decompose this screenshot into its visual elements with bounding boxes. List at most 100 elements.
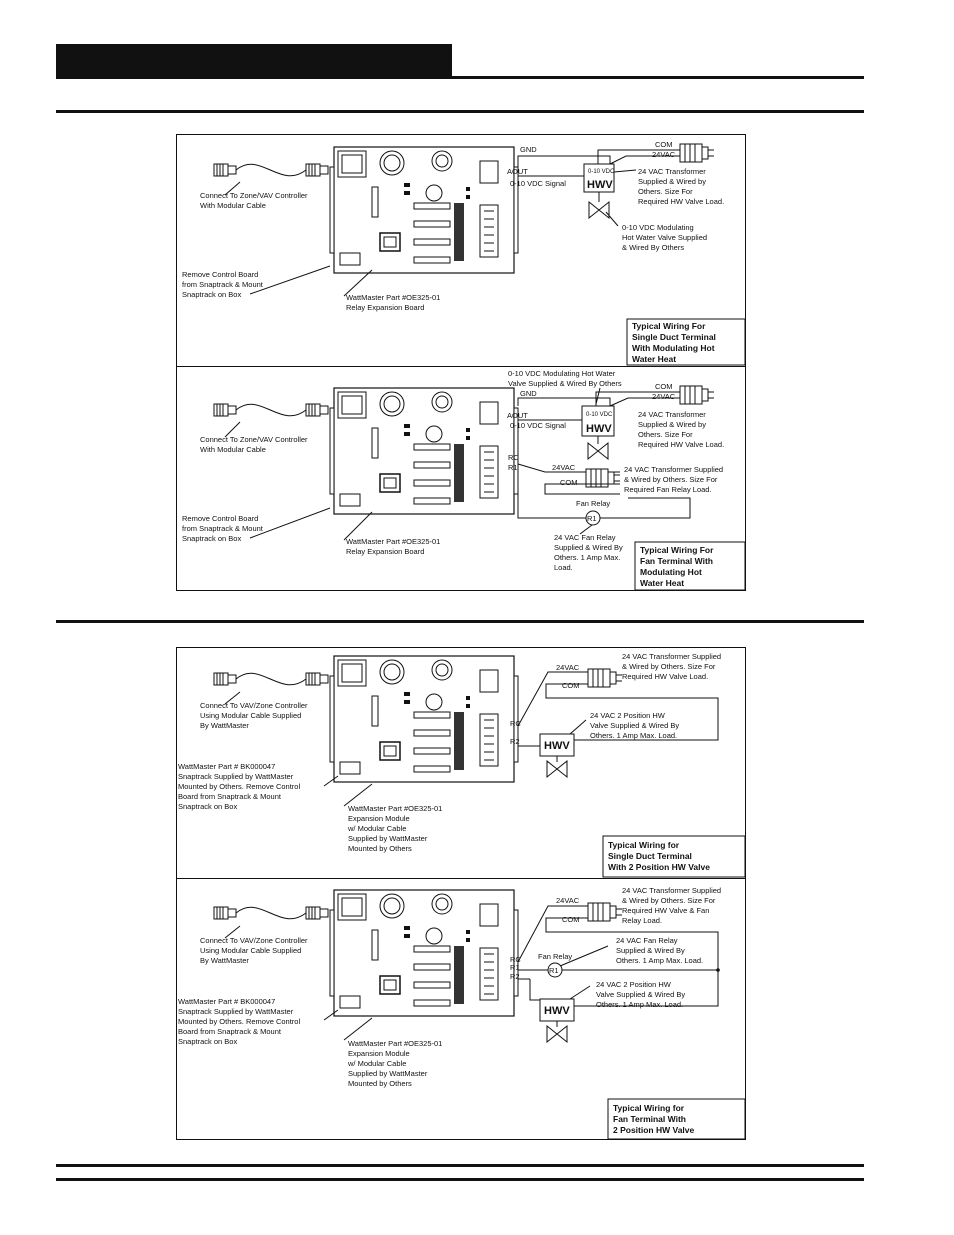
hwv-box-2-label: HWV	[586, 423, 612, 435]
relay-note-4-line-2: Supplied & Wired By	[616, 946, 685, 955]
hwv-actuator-1	[583, 163, 615, 193]
part-label-4-line-4: Supplied by WattMaster	[348, 1069, 428, 1078]
transformer-4	[587, 902, 623, 922]
caption-3-line-2: Single Duct Terminal	[608, 851, 692, 861]
modular-plug-3b	[305, 672, 329, 686]
valve-note-3-line-3: Others. 1 Amp Max. Load.	[590, 731, 677, 740]
valve-note-4-line-3: Others. 1 Amp Max. Load.	[596, 1000, 683, 1009]
caption-4-line-1: Typical Wiring for	[613, 1103, 685, 1113]
hwv-valve-3	[546, 760, 568, 778]
modular-cable-1	[235, 163, 307, 177]
board-label-1-line-1: Remove Control Board	[182, 270, 258, 279]
hwv-box-3-label: HWV	[544, 740, 570, 752]
cable-label-3-line-1: Connect To VAV/Zone Controller	[200, 701, 308, 710]
cable-label-3-line-2: Using Modular Cable Supplied	[200, 711, 301, 720]
relay-note-2-line-3: Others. 1 Amp Max.	[554, 553, 620, 562]
terminal-r1-4: R1	[510, 963, 520, 972]
valve-note-1-line-1: 0-10 VDC Modulating	[622, 223, 694, 232]
terminal-signal-2: 0-10 VDC Signal	[510, 421, 566, 430]
diagram-2: Connect To Zone/VAV Controller With Modu…	[182, 369, 746, 591]
valve-note-top-2-line-2: Valve Supplied & Wired By Others	[508, 379, 622, 388]
terminal-com-3: COM	[562, 681, 580, 690]
board-label-3-line-2: Snaptrack Supplied by WattMaster	[178, 772, 294, 781]
terminal-rc-2: RC	[508, 453, 519, 462]
relay-note-4-line-1: 24 VAC Fan Relay	[616, 936, 678, 945]
board-label-4-line-5: Snaptrack on Box	[178, 1037, 237, 1046]
terminal-gnd-2: GND	[520, 389, 537, 398]
board-label-3-line-3: Mounted by Others. Remove Control	[178, 782, 300, 791]
caption-1-line-3: With Modulating Hot	[632, 343, 715, 353]
transformer-3	[587, 668, 623, 688]
fan-xformer-note-2-line-3: Required Fan Relay Load.	[624, 485, 712, 494]
board-label-4-line-3: Mounted by Others. Remove Control	[178, 1017, 300, 1026]
caption-1-line-2: Single Duct Terminal	[632, 332, 716, 342]
terminal-gnd-1: GND	[520, 145, 537, 154]
figure-divider-2	[176, 878, 746, 879]
terminal-rc-3: RC	[510, 719, 521, 728]
fan-relay-r1-label-2: R1	[587, 514, 597, 523]
caption-3-line-3: With 2 Position HW Valve	[608, 862, 710, 872]
cable-label-2-line-1: Connect To Zone/VAV Controller	[200, 435, 308, 444]
board-label-4-line-4: Board from Snaptrack & Mount	[178, 1027, 282, 1036]
section-rule-2	[56, 620, 864, 623]
caption-2-line-2: Fan Terminal With	[640, 556, 713, 566]
hwv-box-1-range: 0-10 VDC	[588, 169, 615, 175]
part-label-4-line-5: Mounted by Others	[348, 1079, 412, 1088]
valve-note-top-2-line-1: 0-10 VDC Modulating Hot Water	[508, 369, 616, 378]
xformer-note-1-line-1: 24 VAC Transformer	[638, 167, 706, 176]
xformer-note-2-line-4: Required HW Valve Load.	[638, 440, 724, 449]
fan-24vac-2: 24VAC	[552, 463, 576, 472]
expansion-board-3	[329, 655, 519, 783]
terminal-aout-1: AOUT	[507, 167, 528, 176]
part-label-4-line-3: w/ Modular Cable	[347, 1059, 406, 1068]
valve-note-4-line-1: 24 VAC 2 Position HW	[596, 980, 672, 989]
xformer-note-4-line-4: Relay Load.	[622, 916, 662, 925]
part-label-2-line-2: Relay Expansion Board	[346, 547, 424, 556]
terminal-r1-2: R1	[508, 463, 518, 472]
caption-box-1	[626, 318, 746, 366]
xformer-note-1-line-4: Required HW Valve Load.	[638, 197, 724, 206]
relay-note-2-line-1: 24 VAC Fan Relay	[554, 533, 616, 542]
header-bar	[56, 44, 452, 76]
board-label-2-line-1: Remove Control Board	[182, 514, 258, 523]
part-label-3-line-4: Supplied by WattMaster	[348, 834, 428, 843]
expansion-board-4	[329, 889, 519, 1017]
xformer-note-4-line-1: 24 VAC Transformer Supplied	[622, 886, 721, 895]
xformer-note-4-line-2: & Wired by Others. Size For	[622, 896, 716, 905]
xformer-com-1: COM	[655, 140, 673, 149]
caption-2-line-1: Typical Wiring For	[640, 545, 714, 555]
caption-box-3	[602, 835, 746, 878]
header-rule	[56, 76, 864, 79]
part-label-1-line-1: WattMaster Part #OE325-01	[346, 293, 440, 302]
part-label-3-line-5: Mounted by Others	[348, 844, 412, 853]
part-label-4-line-1: WattMaster Part #OE325-01	[348, 1039, 442, 1048]
xformer-note-3-line-3: Required HW Valve Load.	[622, 672, 708, 681]
cable-label-2-line-2: With Modular Cable	[200, 445, 266, 454]
terminal-signal-1: 0-10 VDC Signal	[510, 179, 566, 188]
footer-rule-1	[56, 1164, 864, 1167]
relay-note-2-line-4: Load.	[554, 563, 573, 572]
figure-panel-two-position	[176, 647, 746, 1140]
modular-cable-4	[235, 906, 307, 920]
part-label-3-line-2: Expansion Module	[348, 814, 410, 823]
diagram-3: Connect To VAV/Zone Controller Using Mod…	[178, 652, 746, 878]
caption-2-line-3: Modulating Hot	[640, 567, 702, 577]
board-label-1-line-3: Snaptrack on Box	[182, 290, 241, 299]
xformer-note-4-line-3: Required HW Valve & Fan	[622, 906, 709, 915]
caption-1-line-4: Water Heat	[632, 354, 676, 364]
modular-plug-1b	[305, 163, 329, 177]
xformer-note-1-line-3: Others. Size For	[638, 187, 693, 196]
diagram-4: Connect To VAV/Zone Controller Using Mod…	[178, 886, 746, 1140]
part-label-4-line-2: Expansion Module	[348, 1049, 410, 1058]
cable-label-1-line-1: Connect To Zone/VAV Controller	[200, 191, 308, 200]
section-rule-1	[56, 110, 864, 113]
fan-relay-r1-label-4: R1	[549, 966, 559, 975]
terminal-rc-4: RC	[510, 955, 521, 964]
gnd-wire-1	[517, 155, 611, 170]
board-label-1-line-2: from Snaptrack & Mount	[182, 280, 264, 289]
xformer-note-2-line-2: Supplied & Wired by	[638, 420, 706, 429]
fan-relay-r1-2	[585, 510, 601, 526]
board-label-2-line-2: from Snaptrack & Mount	[182, 524, 264, 533]
modular-plug-2b	[305, 403, 329, 417]
